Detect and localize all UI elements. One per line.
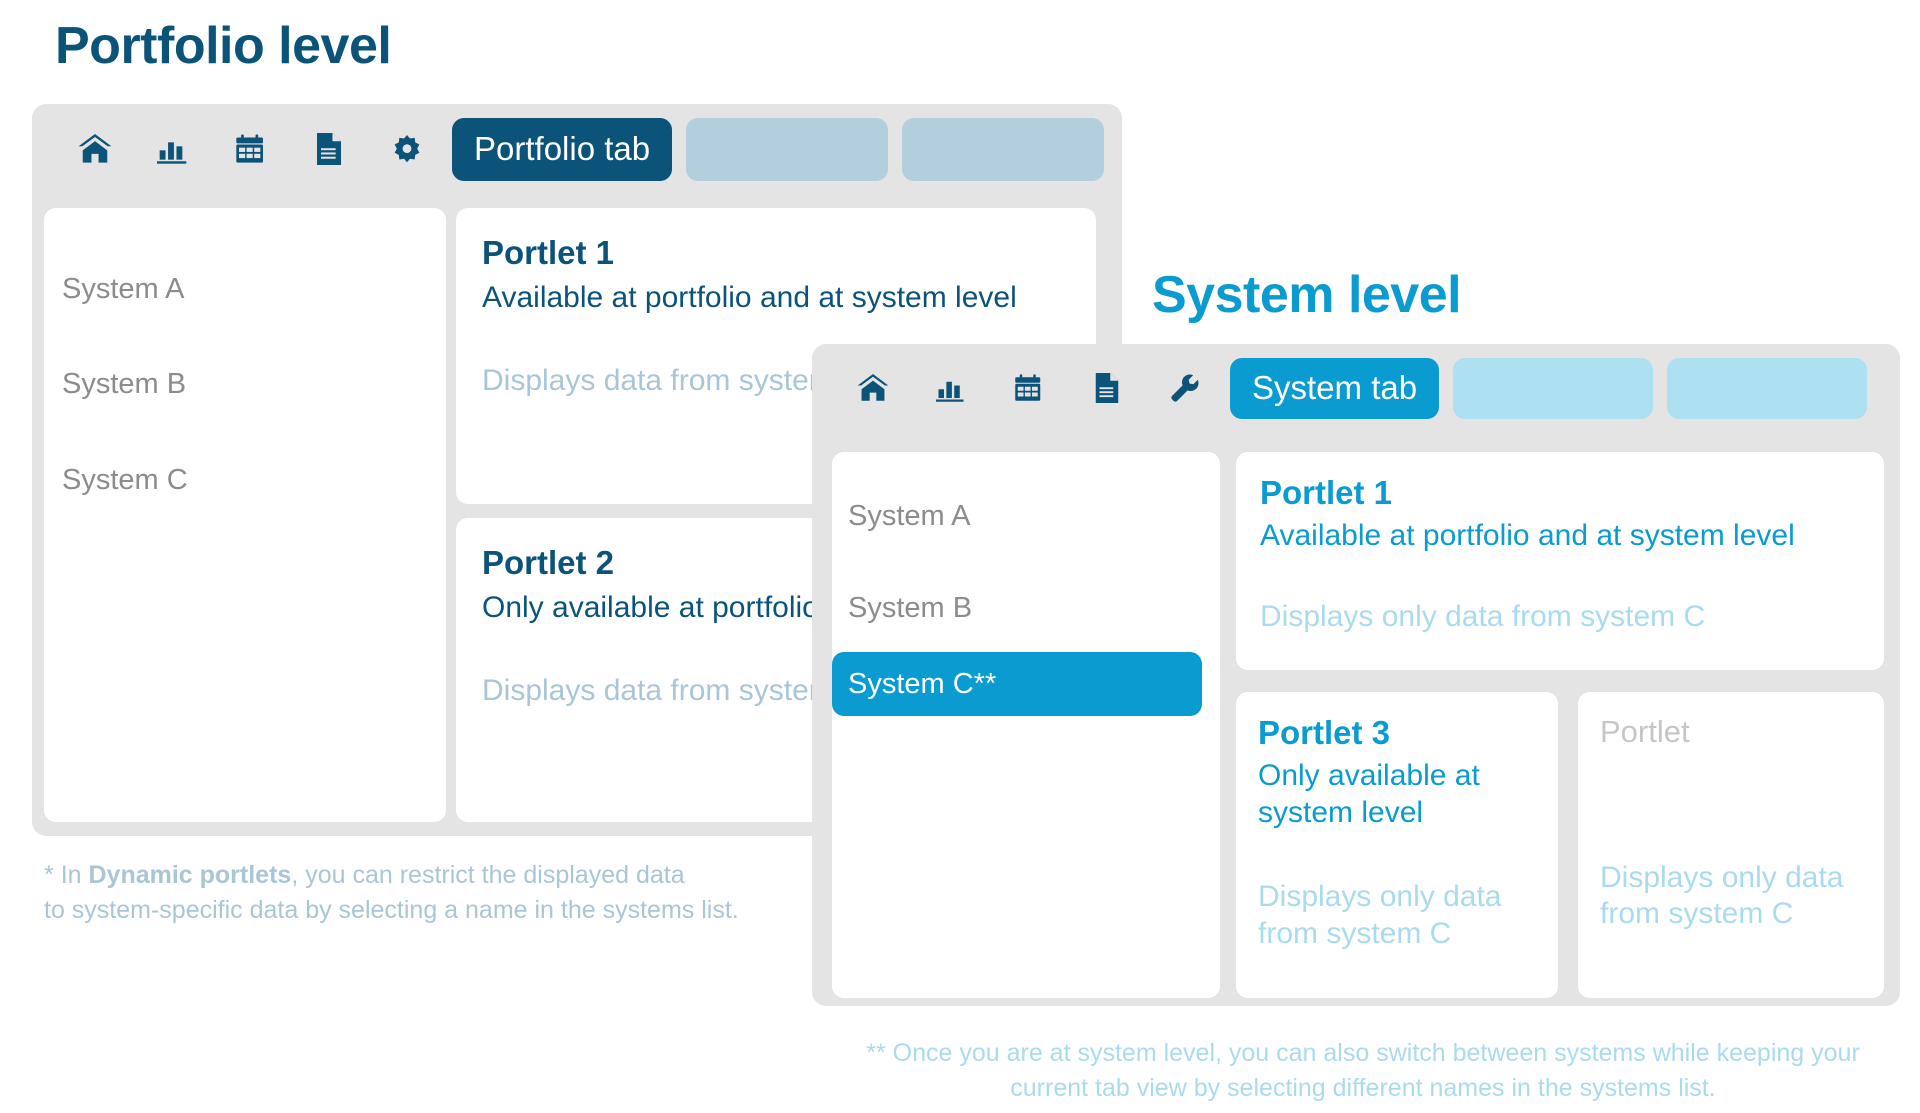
portlet-title: Portlet 1: [482, 234, 615, 271]
calendar-icon[interactable]: [990, 365, 1068, 411]
portlet-subtitle: Available at portfolio and at system lev…: [1260, 518, 1795, 552]
system-portlet-3-card: Portlet 3 Only available at system level…: [1236, 692, 1558, 998]
list-item-system-a[interactable]: System A: [62, 273, 185, 305]
home-icon[interactable]: [834, 365, 912, 411]
portlet-data-note: Displays only data from system C: [1260, 599, 1706, 633]
list-item-system-c-selected[interactable]: System C**: [832, 652, 1202, 716]
footnote-lead: In: [60, 861, 89, 889]
system-systems-list: System A System B System C**: [832, 452, 1220, 998]
home-icon[interactable]: [56, 126, 134, 172]
system-portlet-placeholder-card: Portlet Displays only data from system C: [1578, 692, 1884, 998]
bar-chart-icon[interactable]: [912, 365, 990, 411]
portlet-title: Portlet 3: [1258, 714, 1391, 751]
list-item-system-a[interactable]: System A: [848, 500, 971, 532]
tab-portfolio-secondary-1[interactable]: [686, 117, 889, 181]
portlet-title-placeholder: Portlet: [1600, 714, 1690, 749]
portlet-title: Portlet 1: [1260, 474, 1393, 511]
footnote-marker: *: [44, 861, 54, 889]
portfolio-toolbar: Portfolio tab: [32, 104, 1122, 194]
portfolio-level-heading: Portfolio level: [55, 17, 392, 75]
system-portlet-1-card: Portlet 1 Available at portfolio and at …: [1236, 452, 1884, 670]
portfolio-tab-group: Portfolio tab: [452, 117, 1105, 181]
bar-chart-icon[interactable]: [134, 126, 212, 172]
system-level-heading: System level: [1152, 266, 1462, 324]
document-icon[interactable]: [1068, 365, 1146, 411]
gear-icon[interactable]: [368, 126, 446, 172]
list-item-system-c[interactable]: System C: [62, 464, 188, 496]
system-tab-group: System tab: [1230, 357, 1868, 419]
list-item-system-b[interactable]: System B: [62, 368, 187, 400]
footnote-emphasis: Dynamic portlets: [88, 861, 292, 889]
tab-system-secondary-1[interactable]: [1453, 357, 1654, 419]
portlet-subtitle: Only available at system level: [1258, 758, 1480, 829]
tab-portfolio-secondary-2[interactable]: [902, 117, 1105, 181]
portlet-data-note: Displays only data from system C: [1258, 880, 1502, 950]
system-footnote: ** Once you are at system level, you can…: [866, 1039, 1860, 1102]
portfolio-footnote: * In Dynamic portlets, you can restrict …: [44, 858, 864, 927]
list-item-system-b[interactable]: System B: [848, 592, 973, 624]
document-icon[interactable]: [290, 126, 368, 172]
portlet-subtitle: Available at portfolio and at system lev…: [482, 280, 1017, 314]
portfolio-systems-list: System A System B System C: [44, 208, 446, 822]
wrench-icon[interactable]: [1146, 365, 1224, 411]
tab-system-secondary-2[interactable]: [1667, 357, 1868, 419]
system-icon-group: [834, 365, 1224, 411]
portlet-title: Portlet 2: [482, 544, 615, 581]
portlet-data-note: Displays only data from system C: [1600, 860, 1844, 931]
portfolio-icon-group: [56, 126, 446, 172]
system-toolbar: System tab: [812, 344, 1900, 432]
tab-system-tab[interactable]: System tab: [1230, 357, 1440, 419]
calendar-icon[interactable]: [212, 126, 290, 172]
tab-portfolio-tab[interactable]: Portfolio tab: [452, 117, 673, 181]
footnote-rest: , you can restrict the displayed data to…: [44, 861, 739, 924]
